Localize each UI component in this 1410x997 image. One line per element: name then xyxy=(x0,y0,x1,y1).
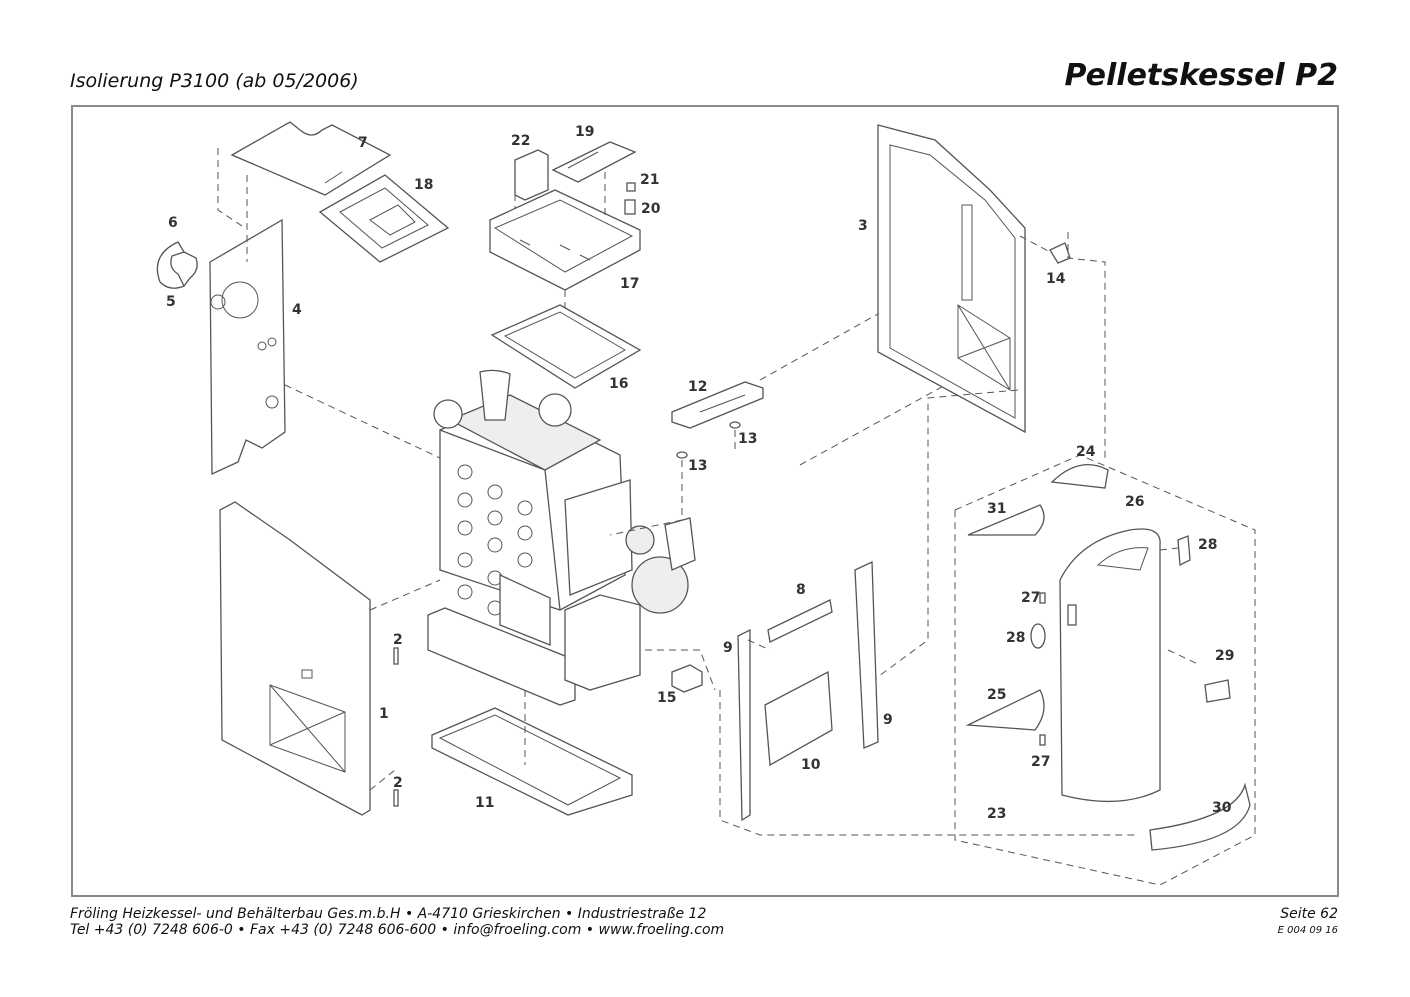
part-8-rail xyxy=(767,599,833,643)
part-1-front-panel xyxy=(219,501,371,816)
latch-slot xyxy=(1067,604,1077,626)
part-29-label xyxy=(1204,679,1231,703)
label-part-28-left: 28 xyxy=(1006,630,1025,646)
part-21-clip xyxy=(626,182,636,192)
label-part-27-lower: 27 xyxy=(1031,754,1050,770)
part-19-display-plate xyxy=(551,141,637,183)
label-part-10: 10 xyxy=(801,757,821,773)
label-part-13-upper: 13 xyxy=(738,431,757,447)
label-part-21: 21 xyxy=(640,172,659,188)
label-part-9-left: 9 xyxy=(723,640,733,656)
part-2-clip-upper xyxy=(393,647,399,665)
label-part-4: 4 xyxy=(292,302,302,318)
part-18-lid xyxy=(318,174,450,263)
label-part-2-lower: 2 xyxy=(393,775,403,791)
label-part-1: 1 xyxy=(379,706,389,722)
label-part-20: 20 xyxy=(641,201,661,217)
label-part-9-right: 9 xyxy=(883,712,893,728)
label-part-17: 17 xyxy=(620,276,639,292)
part-30-base-trim xyxy=(1149,782,1251,851)
drawing-title: Pelletskessel P2 xyxy=(1064,58,1338,93)
ignition-fan-unit xyxy=(625,517,696,614)
label-part-26: 26 xyxy=(1125,494,1144,510)
part-22-bracket xyxy=(514,149,549,201)
label-part-5: 5 xyxy=(166,294,176,310)
label-part-31: 31 xyxy=(987,501,1006,517)
label-part-18: 18 xyxy=(414,177,433,193)
part-3-side-panel xyxy=(877,124,1026,434)
footer-page-number: Seite 62 xyxy=(1280,906,1338,922)
label-part-27-upper: 27 xyxy=(1021,590,1040,606)
part-4-back-panel xyxy=(209,218,286,476)
part-15-cable-guide xyxy=(671,664,703,693)
label-part-25: 25 xyxy=(987,687,1006,703)
label-part-13-lower: 13 xyxy=(688,458,707,474)
part-12-bracket xyxy=(671,381,764,429)
label-part-22: 22 xyxy=(511,133,530,149)
boiler-body xyxy=(427,369,633,706)
part-20-switch xyxy=(624,199,636,215)
part-16-tray xyxy=(490,304,642,389)
part-9-strip-right xyxy=(854,560,879,749)
part-9-strip-left xyxy=(737,628,751,822)
label-part-12: 12 xyxy=(688,379,707,395)
part-31-shelf xyxy=(967,504,1045,536)
part-17-control-box xyxy=(489,189,641,291)
label-part-24: 24 xyxy=(1076,444,1096,460)
part-11-ash-tray xyxy=(431,707,633,816)
part-7-top-cover xyxy=(230,121,392,196)
drawing-frame xyxy=(71,105,1339,897)
label-part-29: 29 xyxy=(1215,648,1234,664)
label-part-2-upper: 2 xyxy=(393,632,403,648)
label-part-11: 11 xyxy=(475,795,494,811)
part-10-panel xyxy=(764,670,833,767)
label-part-6: 6 xyxy=(168,215,178,231)
part-25-shelf xyxy=(965,689,1045,731)
part-14-hinge xyxy=(1049,242,1071,264)
footer-company: Fröling Heizkessel- und Behälterbau Ges.… xyxy=(70,906,707,922)
label-part-15: 15 xyxy=(657,690,676,706)
part-13-washer-upper xyxy=(729,421,741,429)
part-24-top-cover xyxy=(1050,464,1109,489)
label-part-16: 16 xyxy=(609,376,628,392)
part-5-6-ring xyxy=(156,241,198,289)
part-28-handle-right xyxy=(1177,535,1191,567)
ash-box-cover xyxy=(564,594,641,691)
label-part-23: 23 xyxy=(987,806,1006,822)
label-part-28-right: 28 xyxy=(1198,537,1217,553)
label-part-8: 8 xyxy=(796,582,806,598)
part-13-washer-lower xyxy=(676,451,688,459)
label-part-14: 14 xyxy=(1046,271,1066,287)
drawing-subtitle: Isolierung P3100 (ab 05/2006) xyxy=(70,70,359,92)
part-2-clip-lower xyxy=(393,789,399,807)
footer-document-code: E 004 09 16 xyxy=(1277,925,1338,936)
label-part-3: 3 xyxy=(858,218,868,234)
label-part-19: 19 xyxy=(575,124,594,140)
part-26-cylinder-shell xyxy=(1059,528,1161,803)
footer-contact: Tel +43 (0) 7248 606-0 • Fax +43 (0) 724… xyxy=(70,922,725,938)
part-28-handle-left xyxy=(1030,623,1046,649)
label-part-30: 30 xyxy=(1212,800,1232,816)
part-27-clip-upper xyxy=(1039,592,1046,604)
part-27-clip-lower xyxy=(1039,734,1046,746)
label-part-7: 7 xyxy=(358,135,368,151)
